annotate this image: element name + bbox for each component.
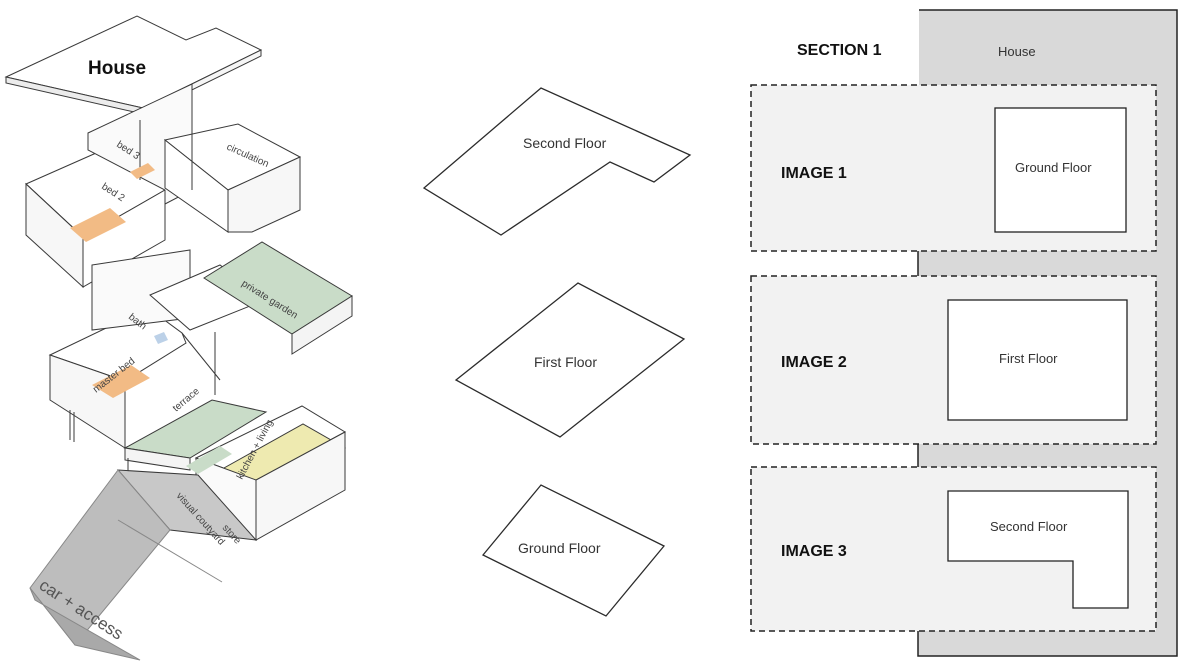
ground-floor-volume	[29, 405, 347, 661]
ground-floor-outline	[481, 484, 666, 617]
section-title: SECTION 1	[797, 42, 882, 59]
floor-outlines	[422, 87, 692, 617]
axonometric-view	[4, 15, 353, 661]
first-floor-volume	[48, 241, 353, 482]
axonometric-title: House	[88, 58, 146, 79]
image-3-floor-label: Second Floor	[990, 519, 1068, 534]
image-1-floor-plan	[994, 107, 1127, 233]
image-1-floor-label: Ground Floor	[1015, 160, 1092, 175]
second-floor-outline	[422, 87, 692, 236]
second-floor-volume	[25, 83, 302, 289]
section-panel: SECTION 1 House IMAGE 1 Ground Floor IMA…	[750, 0, 1178, 657]
image-3-floor-plan	[947, 490, 1129, 609]
first-floor-outline	[454, 282, 686, 438]
house-panel-label: House	[998, 44, 1036, 59]
image-2-label: IMAGE 2	[781, 354, 847, 371]
second-floor-outline-label: Second Floor	[523, 135, 607, 151]
image-2-floor-label: First Floor	[999, 351, 1058, 366]
first-floor-outline-label: First Floor	[534, 354, 597, 370]
image-2-floor-plan	[947, 299, 1128, 421]
image-1-label: IMAGE 1	[781, 165, 847, 182]
ground-floor-outline-label: Ground Floor	[518, 540, 601, 556]
image-3-label: IMAGE 3	[781, 543, 847, 560]
